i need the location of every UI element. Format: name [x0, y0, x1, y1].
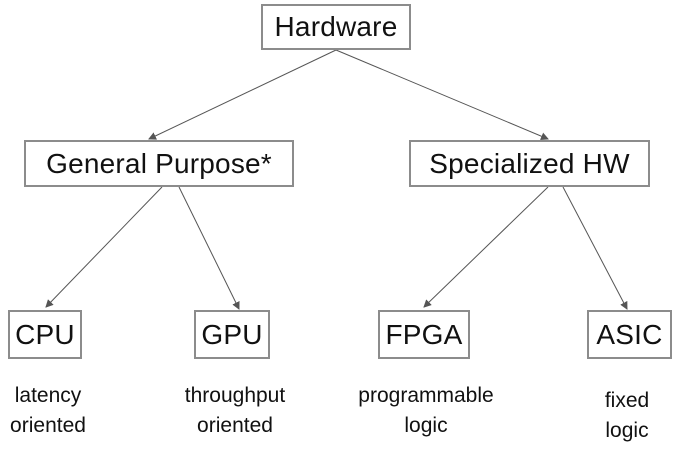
- node-hardware: Hardware: [261, 4, 411, 50]
- note-gpu: throughput oriented: [160, 381, 310, 441]
- edge-hardware-to-general-purpose: [148, 49, 337, 140]
- node-specialized-hw: Specialized HW: [409, 140, 650, 187]
- note-cpu-line-2: oriented: [10, 414, 86, 437]
- note-gpu-line-1: throughput: [184, 384, 286, 407]
- note-gpu-line-2: oriented: [197, 414, 273, 437]
- edge-general-purpose-to-cpu: [45, 186, 163, 308]
- node-asic: ASIC: [587, 310, 672, 359]
- node-gpu: GPU: [194, 310, 270, 359]
- note-cpu-line-1: latency: [14, 384, 82, 407]
- edge-hardware-to-specialized-hw: [335, 49, 549, 140]
- note-asic: fixed logic: [580, 386, 674, 446]
- node-fpga: FPGA: [378, 310, 470, 359]
- note-fpga-line-1: programmable: [358, 384, 494, 407]
- edge-general-purpose-to-gpu: [178, 186, 240, 310]
- edge-specialized-hw-to-asic: [562, 186, 628, 310]
- edge-specialized-hw-to-fpga: [423, 186, 549, 308]
- note-fpga: programmable logic: [336, 381, 516, 441]
- note-asic-line-2: logic: [605, 419, 649, 442]
- note-asic-line-1: fixed: [604, 389, 650, 412]
- node-cpu: CPU: [8, 310, 82, 359]
- note-cpu: latency oriented: [0, 381, 96, 441]
- node-general-purpose: General Purpose*: [24, 140, 294, 187]
- note-fpga-line-2: logic: [404, 414, 448, 437]
